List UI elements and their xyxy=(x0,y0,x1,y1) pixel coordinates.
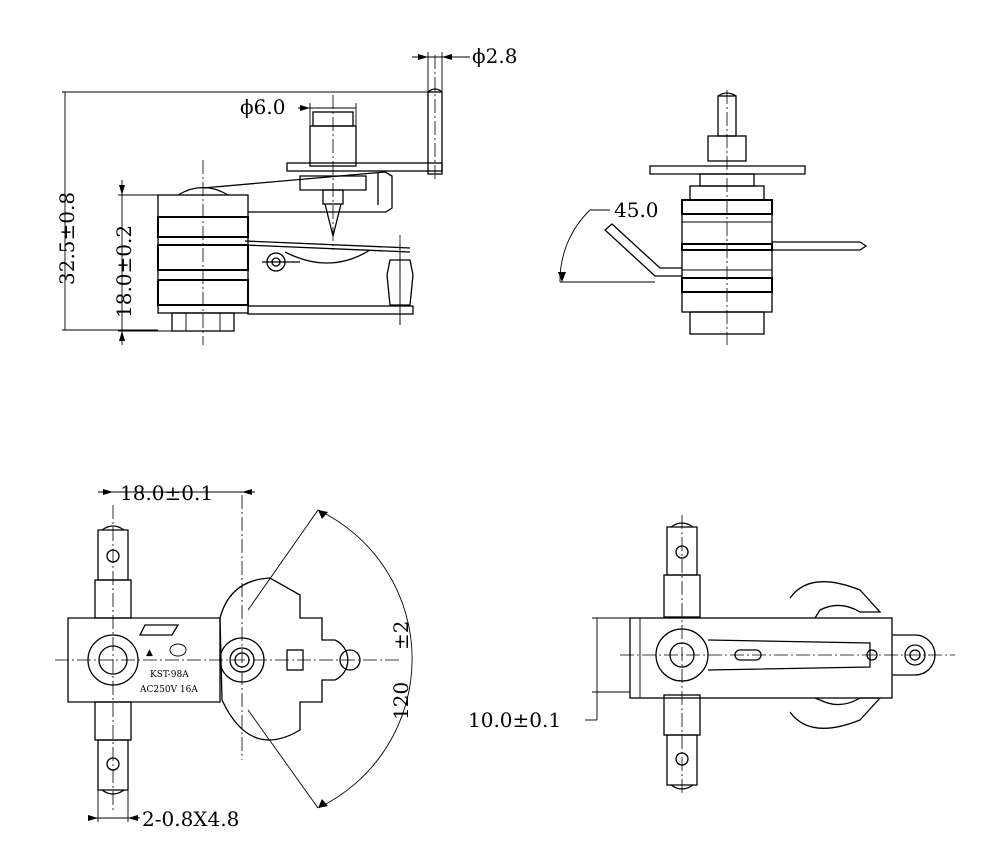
bottom-view: 10.0±0.1 xyxy=(468,515,955,795)
terminal-spacing-label: 18.0±0.1 xyxy=(120,481,213,505)
angle-label: 45.0 xyxy=(614,198,659,222)
rotation-tolerance-label: ±2 xyxy=(389,621,413,650)
terminal-size-label: 2-0.8X4.8 xyxy=(142,807,239,831)
shaft-diameter-label: ϕ6.0 xyxy=(240,95,285,119)
front-view: ϕ2.8 ϕ6.0 32.5±0.8 18.0±0.2 xyxy=(55,44,517,345)
side-view: 45.0 xyxy=(558,90,868,345)
rating-marking: AC250V 16A xyxy=(139,685,198,695)
overall-height-label: 32.5±0.8 xyxy=(55,192,79,285)
rotation-angle-label: 120 xyxy=(389,682,413,720)
body-height-label: 18.0±0.2 xyxy=(112,225,136,318)
pin-diameter-label: ϕ2.8 xyxy=(472,44,517,68)
top-view: ▲ KST-98A AC250V 16A ±2 120 18.0±0.1 2-0… xyxy=(55,481,413,831)
width-label: 10.0±0.1 xyxy=(468,708,561,732)
model-marking: KST-98A xyxy=(150,670,189,680)
svg-text:▲: ▲ xyxy=(146,648,153,658)
